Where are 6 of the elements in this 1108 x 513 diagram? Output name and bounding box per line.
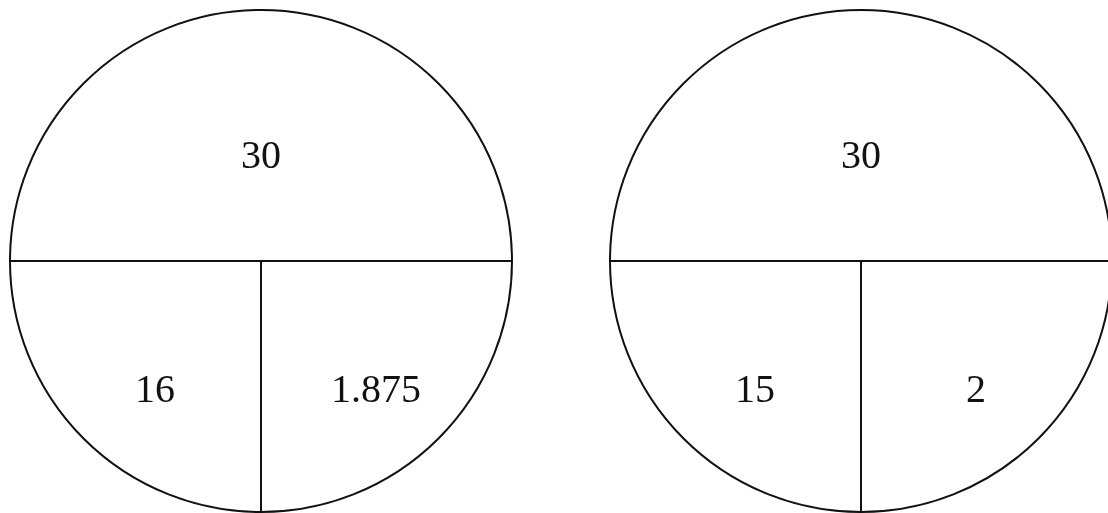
segment-value: 30: [841, 131, 881, 179]
segment-value: 1.875: [331, 365, 421, 413]
segment-value: 2: [966, 365, 986, 413]
segment-value: 30: [241, 131, 281, 179]
segment-value: 16: [135, 365, 175, 413]
segment-value: 15: [735, 365, 775, 413]
